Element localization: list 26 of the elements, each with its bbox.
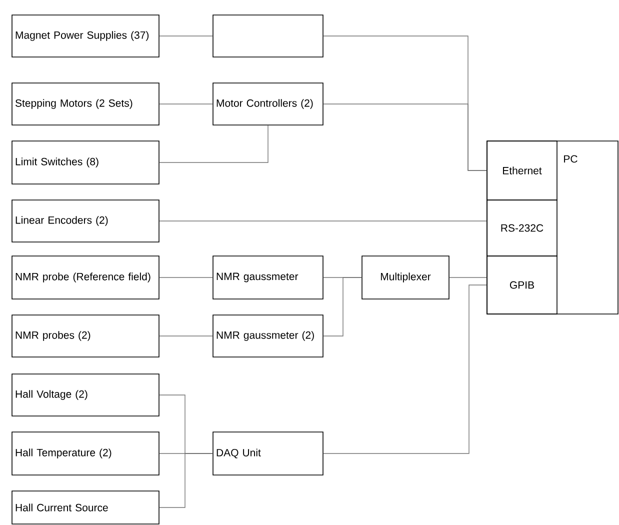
interface-box: Ethernet	[486, 140, 558, 200]
device-box: DAQ Unit	[212, 432, 324, 476]
connector-line	[323, 284, 487, 454]
device-box: Magnet Power Supplies (37)	[12, 14, 160, 58]
device-box: Hall Current Source	[12, 490, 160, 524]
device-box: Stepping Motors (2 Sets)	[12, 82, 160, 126]
connector-line	[159, 220, 487, 222]
interface-box: Multiplexer	[362, 256, 450, 300]
device-box: Linear Encoders (2)	[12, 200, 160, 242]
device-box: Motor Controllers (2)	[212, 82, 324, 126]
device-box: NMR probe (Reference field)	[12, 256, 160, 300]
connector-line	[159, 453, 213, 508]
interface-box: RS-232C	[486, 200, 558, 256]
device-box: NMR gaussmeter (2)	[212, 314, 324, 358]
device-box: NMR gaussmeter	[212, 256, 324, 300]
device-box: Limit Switches (8)	[12, 140, 160, 184]
device-box: NMR probes (2)	[12, 314, 160, 358]
device-box: Hall Temperature (2)	[12, 432, 160, 476]
interface-box: GPIB	[486, 256, 558, 314]
empty-box	[212, 14, 324, 58]
connector-line	[323, 277, 362, 336]
device-box: Hall Voltage (2)	[12, 374, 160, 416]
connector-line	[159, 125, 268, 163]
connector-line	[449, 277, 487, 278]
connector-line	[159, 277, 213, 278]
connector-line	[323, 104, 487, 171]
